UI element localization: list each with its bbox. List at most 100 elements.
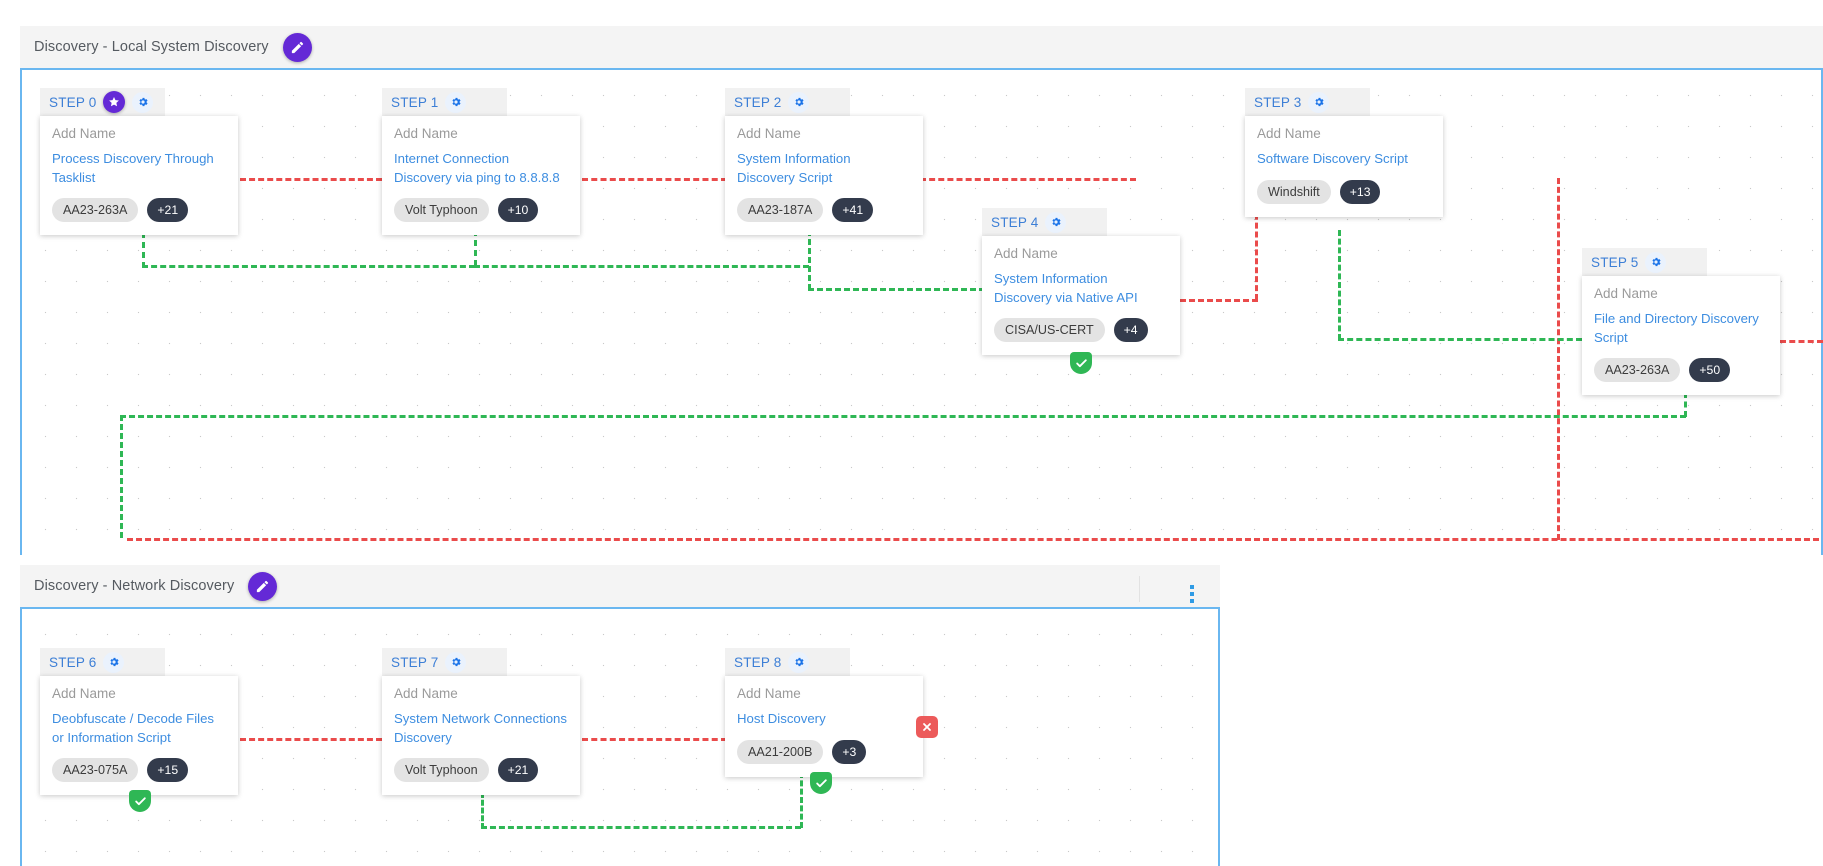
status-badge-success-step6[interactable] [129, 790, 151, 812]
check-icon [129, 790, 151, 812]
connector-red-step3-down [1557, 178, 1560, 540]
step-label: STEP 3 [1254, 94, 1302, 110]
step-header-5[interactable]: STEP 5 [1582, 248, 1707, 276]
group-tag[interactable]: AA21-200B [737, 739, 824, 764]
lane-header-divider [1139, 576, 1140, 602]
name-placeholder[interactable]: Add Name [394, 686, 458, 701]
gear-icon[interactable] [445, 91, 467, 113]
check-icon [1070, 352, 1092, 374]
name-placeholder[interactable]: Add Name [737, 126, 801, 141]
gear-icon[interactable] [132, 91, 154, 113]
more-count-badge[interactable]: +10 [497, 198, 539, 222]
gear-icon[interactable] [788, 651, 810, 673]
gear-icon[interactable] [1645, 251, 1667, 273]
tag-row: AA23-187A +41 [737, 198, 911, 222]
more-count-badge[interactable]: +4 [1113, 318, 1148, 342]
more-count-badge[interactable]: +3 [832, 739, 867, 764]
tag-row: AA23-263A +50 [1594, 358, 1768, 382]
step-label: STEP 6 [49, 654, 97, 670]
group-tag[interactable]: AA23-263A [1594, 358, 1681, 382]
technique-link[interactable]: Process Discovery Through Tasklist [52, 151, 214, 185]
step-body-3: Add Name Software Discovery Script Winds… [1245, 116, 1443, 217]
group-tag[interactable]: AA23-263A [52, 198, 139, 222]
step-card-6[interactable]: STEP 6 Add Name Deobfuscate / Decode Fil… [40, 648, 238, 795]
step-card-4[interactable]: STEP 4 Add Name System Information Disco… [982, 208, 1180, 355]
technique-link[interactable]: System Network Connections Discovery [394, 711, 567, 745]
group-tag[interactable]: Volt Typhoon [394, 198, 489, 222]
step-header-6[interactable]: STEP 6 [40, 648, 165, 676]
name-placeholder[interactable]: Add Name [394, 126, 458, 141]
gear-icon[interactable] [103, 651, 125, 673]
lane-title: Discovery - Local System Discovery [34, 39, 269, 55]
group-tag[interactable]: Windshift [1257, 179, 1331, 204]
step-label: STEP 8 [734, 654, 782, 670]
status-badge-failure-step8[interactable] [916, 716, 938, 738]
gear-icon[interactable] [788, 91, 810, 113]
more-count-badge[interactable]: +13 [1339, 179, 1381, 204]
step-header-0[interactable]: STEP 0 [40, 88, 165, 116]
tag-row: AA21-200B +3 [737, 739, 911, 764]
more-count-badge[interactable]: +21 [147, 198, 189, 222]
technique-link[interactable]: Host Discovery [737, 711, 826, 726]
more-count-badge[interactable]: +41 [832, 198, 874, 222]
name-placeholder[interactable]: Add Name [737, 686, 801, 701]
name-placeholder[interactable]: Add Name [52, 686, 116, 701]
step-header-2[interactable]: STEP 2 [725, 88, 850, 116]
connector-green-step2-down [808, 230, 811, 290]
gear-icon[interactable] [1045, 211, 1067, 233]
step-header-7[interactable]: STEP 7 [382, 648, 507, 676]
more-count-badge[interactable]: +50 [1689, 358, 1731, 382]
technique-link[interactable]: System Information Discovery via Native … [994, 271, 1138, 305]
tag-row: Volt Typhoon +21 [394, 758, 568, 782]
step-header-8[interactable]: STEP 8 [725, 648, 850, 676]
name-placeholder[interactable]: Add Name [1257, 126, 1321, 141]
technique-link[interactable]: System Information Discovery Script [737, 151, 851, 185]
tag-row: Volt Typhoon +10 [394, 198, 568, 222]
step-card-2[interactable]: STEP 2 Add Name System Information Disco… [725, 88, 923, 235]
step-body-8: Add Name Host Discovery AA21-200B +3 [725, 676, 923, 777]
more-count-badge[interactable]: +15 [147, 758, 189, 782]
step-card-3[interactable]: STEP 3 Add Name Software Discovery Scrip… [1245, 88, 1443, 217]
connector-green-down-to-lane2 [120, 415, 123, 538]
step-body-4: Add Name System Information Discovery vi… [982, 236, 1180, 355]
technique-link[interactable]: File and Directory Discovery Script [1594, 311, 1759, 345]
step-header-1[interactable]: STEP 1 [382, 88, 507, 116]
status-badge-success-step4[interactable] [1070, 352, 1092, 374]
step-card-0[interactable]: STEP 0 Add Name Process Discovery Throug… [40, 88, 238, 235]
step-header-4[interactable]: STEP 4 [982, 208, 1107, 236]
step-body-0: Add Name Process Discovery Through Taskl… [40, 116, 238, 235]
name-placeholder[interactable]: Add Name [994, 246, 1058, 261]
cross-icon [916, 716, 938, 738]
step-header-3[interactable]: STEP 3 [1245, 88, 1370, 116]
connector-red-down-to-step4 [1255, 178, 1258, 300]
step-card-7[interactable]: STEP 7 Add Name System Network Connectio… [382, 648, 580, 795]
connector-green-step0-right [142, 265, 475, 268]
step-card-8[interactable]: STEP 8 Add Name Host Discovery AA21-200B… [725, 648, 923, 777]
pencil-icon[interactable] [248, 571, 278, 601]
connector-green-step1-down [474, 230, 477, 266]
name-placeholder[interactable]: Add Name [1594, 286, 1658, 301]
group-tag[interactable]: Volt Typhoon [394, 758, 489, 782]
gear-icon[interactable] [1308, 91, 1330, 113]
group-tag[interactable]: AA23-075A [52, 758, 139, 782]
lane-title: Discovery - Network Discovery [34, 578, 235, 594]
step-body-5: Add Name File and Directory Discovery Sc… [1582, 276, 1780, 395]
status-badge-success-step8[interactable] [810, 772, 832, 794]
pencil-icon[interactable] [282, 32, 312, 62]
connector-step2-to-step3 [920, 178, 1136, 181]
connector-step0-to-step1 [240, 178, 382, 181]
lane-header-local-system-discovery: Discovery - Local System Discovery [20, 26, 1823, 68]
step-card-1[interactable]: STEP 1 Add Name Internet Connection Disc… [382, 88, 580, 235]
more-count-badge[interactable]: +21 [497, 758, 539, 782]
name-placeholder[interactable]: Add Name [52, 126, 116, 141]
more-vertical-icon[interactable] [1190, 585, 1194, 603]
technique-link[interactable]: Deobfuscate / Decode Files or Informatio… [52, 711, 214, 745]
technique-link[interactable]: Internet Connection Discovery via ping t… [394, 151, 560, 185]
technique-link[interactable]: Software Discovery Script [1257, 151, 1408, 166]
star-icon[interactable] [103, 91, 126, 113]
step-label: STEP 2 [734, 94, 782, 110]
gear-icon[interactable] [445, 651, 467, 673]
group-tag[interactable]: CISA/US-CERT [994, 318, 1105, 342]
group-tag[interactable]: AA23-187A [737, 198, 824, 222]
step-card-5[interactable]: STEP 5 Add Name File and Directory Disco… [1582, 248, 1780, 395]
